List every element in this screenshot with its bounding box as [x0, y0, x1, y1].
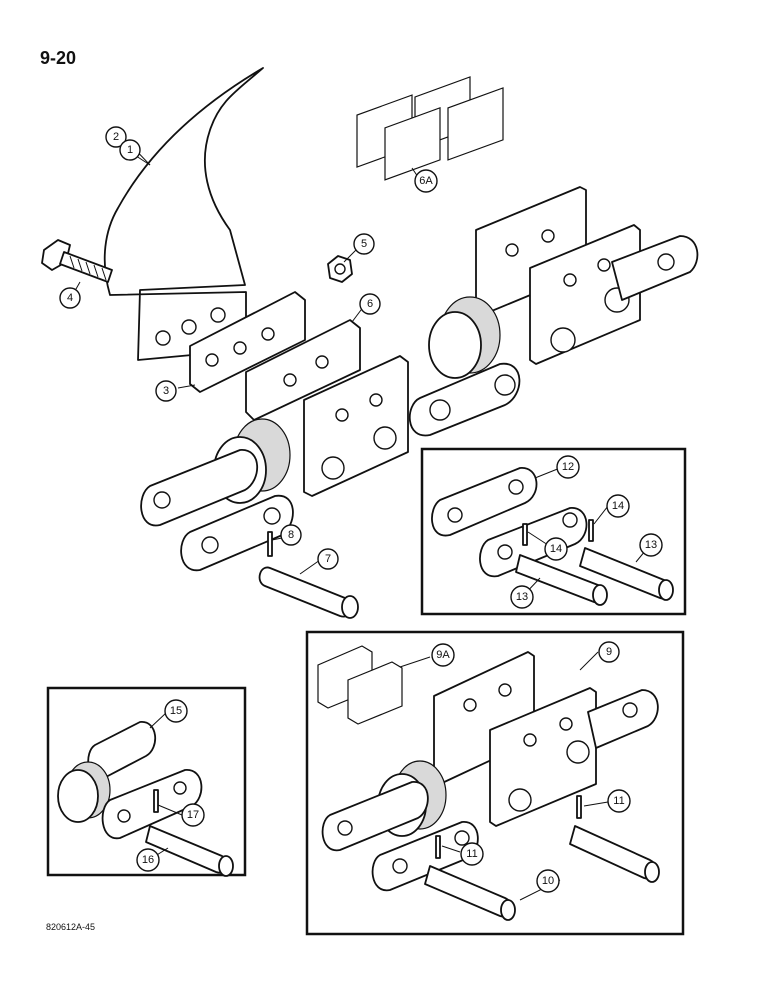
callout-12: 12 — [556, 455, 580, 479]
callout-5: 5 — [353, 233, 375, 255]
callout-14-right: 14 — [606, 494, 630, 518]
callout-14-left: 14 — [544, 537, 568, 561]
callout-7: 7 — [317, 548, 339, 570]
callout-16: 16 — [136, 848, 160, 872]
inset-frame-connector-link — [420, 447, 687, 616]
callout-2: 2 — [105, 126, 127, 148]
svg-text:13: 13 — [516, 591, 528, 603]
chain-pin — [258, 566, 359, 619]
callout-1: 1 — [119, 139, 141, 161]
callout-11-right: 11 — [607, 789, 631, 813]
callout-11-left: 11 — [460, 842, 484, 866]
callout-8: 8 — [280, 524, 302, 546]
inset-frame-alternate-chain — [305, 630, 685, 936]
callout-13-right: 13 — [639, 533, 663, 557]
attachment-plates-6a — [356, 76, 504, 181]
page-number: 9-20 — [40, 48, 77, 68]
svg-text:7: 7 — [325, 553, 331, 565]
callout-9: 9 — [598, 641, 620, 663]
callout-6a: 6A — [414, 169, 438, 193]
figure-code: 820612A-45 — [46, 922, 96, 932]
callout-3: 3 — [155, 380, 177, 402]
svg-text:9: 9 — [606, 646, 612, 658]
offset-link-inset — [57, 721, 234, 877]
svg-text:16: 16 — [142, 854, 154, 866]
svg-text:5: 5 — [361, 238, 367, 250]
svg-text:12: 12 — [562, 461, 574, 473]
slat-flight — [103, 67, 264, 361]
alternate-chain-inset — [317, 645, 660, 921]
svg-text:9A: 9A — [436, 649, 450, 661]
svg-text:2: 2 — [113, 131, 119, 143]
callout-13-left: 13 — [510, 585, 534, 609]
svg-text:8: 8 — [288, 529, 294, 541]
callout-17: 17 — [181, 803, 205, 827]
svg-text:10: 10 — [542, 875, 554, 887]
svg-text:3: 3 — [163, 385, 169, 397]
bolt — [41, 239, 113, 283]
svg-text:6: 6 — [367, 298, 373, 310]
callout-9a: 9A — [431, 643, 455, 667]
callout-10: 10 — [536, 869, 560, 893]
svg-text:6A: 6A — [419, 175, 433, 187]
nut — [327, 255, 353, 283]
cotter-pin — [267, 531, 273, 557]
svg-text:14: 14 — [550, 543, 562, 555]
svg-text:4: 4 — [67, 292, 73, 304]
svg-text:13: 13 — [645, 539, 657, 551]
svg-text:1: 1 — [127, 144, 133, 156]
connector-link-inset — [431, 467, 674, 606]
svg-text:14: 14 — [612, 500, 624, 512]
svg-text:15: 15 — [170, 705, 182, 717]
clamp-plate — [245, 319, 361, 421]
callout-6: 6 — [359, 293, 381, 315]
svg-text:11: 11 — [466, 848, 477, 860]
svg-text:17: 17 — [187, 809, 199, 821]
main-chain — [140, 186, 699, 571]
callout-4: 4 — [59, 287, 81, 309]
callout-15: 15 — [164, 699, 188, 723]
inset-frame-offset-link — [46, 686, 247, 877]
svg-text:11: 11 — [613, 795, 624, 807]
spacer-plate — [189, 291, 306, 393]
